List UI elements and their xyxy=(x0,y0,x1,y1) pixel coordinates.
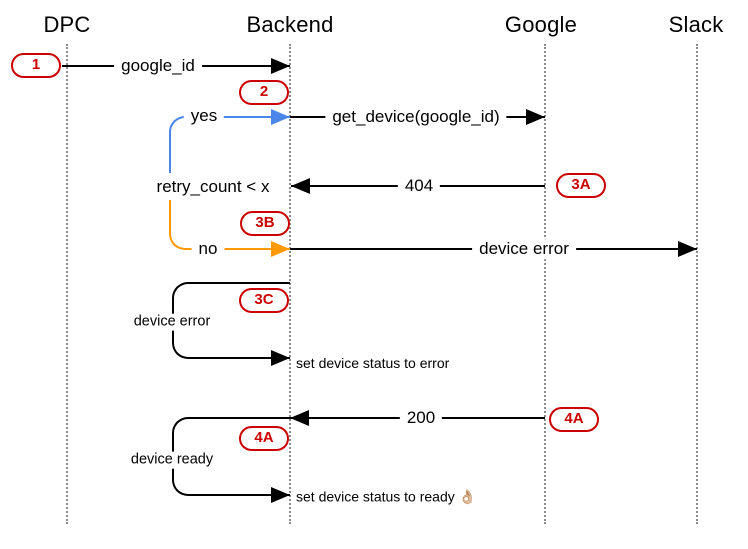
yes-arrowhead-icon xyxy=(271,109,290,125)
get-device-arrowhead-icon xyxy=(526,109,545,125)
actor-backend: Backend xyxy=(246,12,334,37)
device-error-arrowhead-icon xyxy=(678,241,697,257)
step-badge-3a: 3A xyxy=(556,172,606,198)
actor-google: Google xyxy=(504,12,578,37)
step-badge-4a-left: 4A xyxy=(239,425,289,451)
lifeline-google xyxy=(544,44,546,524)
step-badge-3c: 3C xyxy=(239,287,289,313)
get-device-label: get_device(google_id) xyxy=(325,107,507,127)
no-branch-connector xyxy=(169,200,290,250)
device-ready-loop-label: device ready xyxy=(123,451,221,469)
actor-slack: Slack xyxy=(668,12,724,37)
device-error-loop-arrowhead-icon xyxy=(271,350,290,366)
not-found-arrowhead-icon xyxy=(291,178,310,194)
not-found-label: 404 xyxy=(397,176,441,196)
no-arrowhead-icon xyxy=(271,241,290,257)
step-badge-3b: 3B xyxy=(240,210,290,236)
no-label: no xyxy=(191,239,225,259)
google-id-label: google_id xyxy=(114,56,202,76)
step-badge-1: 1 xyxy=(11,52,61,78)
ok-label: 200 xyxy=(399,408,443,428)
device-error-label: device error xyxy=(472,239,576,259)
device-error-loop-label: device error xyxy=(126,313,218,331)
retry-count-condition-label: retry_count < x xyxy=(149,177,277,197)
actor-dpc: DPC xyxy=(43,12,91,37)
lifeline-dpc xyxy=(66,44,68,524)
step-badge-2: 2 xyxy=(239,79,289,105)
lifeline-backend xyxy=(289,44,291,524)
yes-branch-connector xyxy=(169,115,290,173)
lifeline-slack xyxy=(696,44,698,524)
device-ready-loop-arrowhead-icon xyxy=(271,487,290,503)
step-badge-4a-right: 4A xyxy=(549,407,599,432)
ok-arrowhead-icon xyxy=(290,410,309,426)
set-error-note: set device status to error xyxy=(296,355,450,371)
yes-label: yes xyxy=(183,106,225,126)
set-ready-note: set device status to ready 👌🏼 xyxy=(296,488,477,505)
google-id-arrowhead-icon xyxy=(271,58,290,74)
